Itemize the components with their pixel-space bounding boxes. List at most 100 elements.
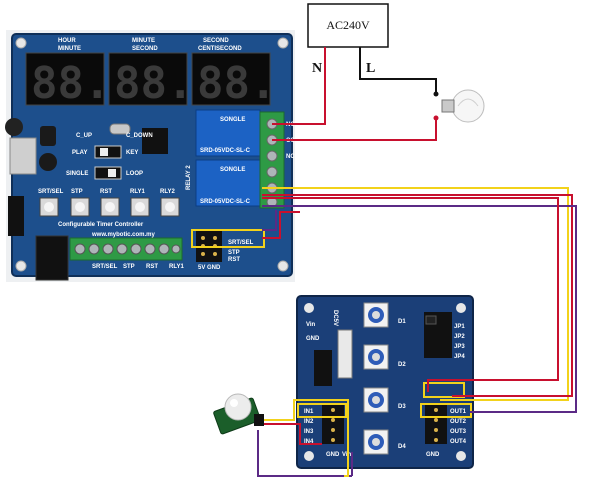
mount-hole — [15, 260, 27, 272]
label-rst: RST — [100, 189, 112, 195]
pin-gnd: GND — [306, 336, 320, 342]
label-key: KEY — [126, 150, 138, 156]
relay-model: SRD-05VDC-SL-C — [200, 148, 251, 154]
label-minute: MINUTE — [58, 46, 81, 52]
terminal-screw — [266, 150, 278, 162]
pir-connector — [254, 414, 264, 426]
switch-knob — [100, 148, 108, 156]
label-in2: IN2 — [304, 419, 314, 425]
label-second: SECOND — [203, 38, 229, 44]
label-gnd: GND — [326, 452, 340, 458]
mount-hole — [277, 260, 289, 272]
label-in3: IN3 — [304, 429, 314, 435]
jumper-jp1: JP1 — [454, 324, 465, 330]
dc5v-label: DC5V — [332, 310, 338, 326]
header-stp-label: STP — [228, 250, 240, 256]
label-in4: IN4 — [304, 439, 314, 445]
switch-knob — [108, 169, 116, 177]
ac-supply-box — [307, 3, 389, 48]
dc-jack — [35, 235, 69, 281]
wire-vcc-red — [262, 194, 573, 397]
label-loop: LOOP — [126, 171, 143, 177]
push-button-row — [39, 197, 180, 217]
terminal-label-stp: STP — [123, 264, 135, 270]
seven-segment-display — [191, 52, 271, 106]
relay-brand: SONGLE — [220, 167, 245, 173]
wire-power-red — [262, 197, 559, 392]
mount-hole — [456, 451, 466, 461]
wire-live — [359, 47, 437, 94]
label-in1: IN1 — [304, 409, 314, 415]
diode-d4: D4 — [398, 444, 406, 450]
terminal-label-rst: RST — [146, 264, 158, 270]
bulb-glass — [451, 89, 485, 123]
wire-srt-red — [262, 211, 300, 239]
light-bulb — [433, 89, 485, 123]
neutral-label: N — [312, 61, 322, 76]
diode-d2: D2 — [398, 362, 406, 368]
label-centisecond: CENTISECOND — [198, 46, 242, 52]
digits-hours: 88. — [31, 58, 110, 109]
label-nc: NC — [286, 154, 295, 160]
header-srt-sel-label: SRT/SEL — [228, 240, 254, 246]
wire-neutral — [272, 47, 326, 125]
seven-segment-display — [108, 52, 188, 106]
buzzer — [5, 118, 23, 136]
crystal — [109, 123, 131, 135]
capacitor — [39, 153, 57, 171]
jumper-jp2: JP2 — [454, 334, 465, 340]
ac-supply-label: AC240V — [326, 18, 370, 32]
label-play: PLAY — [72, 150, 87, 156]
wire-pir-purple — [257, 430, 352, 477]
mount-hole — [304, 303, 314, 313]
label-out2: OUT2 — [450, 419, 467, 425]
terminal-screw — [266, 166, 278, 178]
digits-minutes: 88. — [114, 58, 193, 109]
pir-dome — [224, 393, 252, 421]
label-vin: Vin — [342, 452, 352, 458]
wires — [257, 47, 577, 477]
relay-model: SRD-05VDC-SL-C — [200, 199, 251, 205]
label-out3: OUT3 — [450, 429, 467, 435]
out1-highlight — [420, 403, 472, 418]
power-pin-highlight — [423, 382, 465, 398]
board-url: www.mybotic.com.my — [91, 232, 155, 238]
jumper-jp3: JP3 — [454, 344, 465, 350]
digits-seconds: 88. — [197, 58, 276, 109]
diode-d1: D1 — [398, 319, 406, 325]
relay-side-label: RELAY 2 — [186, 165, 192, 190]
microcontroller-chip — [142, 128, 168, 154]
wire-srt-purple — [262, 210, 277, 231]
wire-vcc-yellow — [262, 187, 569, 401]
mount-hole — [277, 37, 289, 49]
terminal-label-srt-sel: SRT/SEL — [92, 264, 118, 270]
label-out4: OUT4 — [450, 439, 467, 445]
output-header — [425, 404, 447, 444]
relay-input-board: Vin GND DC5V D1 D2 D3 D4 JP1 JP2 JP3 JP4… — [296, 295, 474, 469]
pir-dome-highlight — [230, 399, 238, 407]
output-header-pins — [434, 408, 438, 442]
label-out1: OUT1 — [450, 409, 467, 415]
label-second: SECOND — [132, 46, 158, 52]
capacitor — [40, 126, 56, 146]
mount-hole — [456, 303, 466, 313]
potentiometers — [363, 302, 389, 455]
bulb-filament — [457, 98, 479, 107]
bulb-base — [441, 99, 455, 113]
label-rly1: RLY1 — [130, 189, 145, 195]
seven-segment-display — [25, 52, 105, 106]
in1-highlight — [297, 403, 347, 418]
resistor-network — [337, 329, 353, 379]
label-rly2: RLY2 — [160, 189, 175, 195]
regulator — [9, 137, 37, 175]
label-hour: HOUR — [58, 38, 76, 44]
label-c-up: C_UP — [76, 133, 92, 139]
wire-pir-yellow — [264, 399, 349, 452]
label-minute: MINUTE — [132, 38, 155, 44]
label-c-down: C_DOWN — [126, 133, 153, 139]
wire-pir-red — [264, 423, 322, 445]
mount-hole — [15, 37, 27, 49]
mount-hole — [304, 451, 314, 461]
header-5v-gnd-label: 5V GND — [198, 265, 221, 271]
